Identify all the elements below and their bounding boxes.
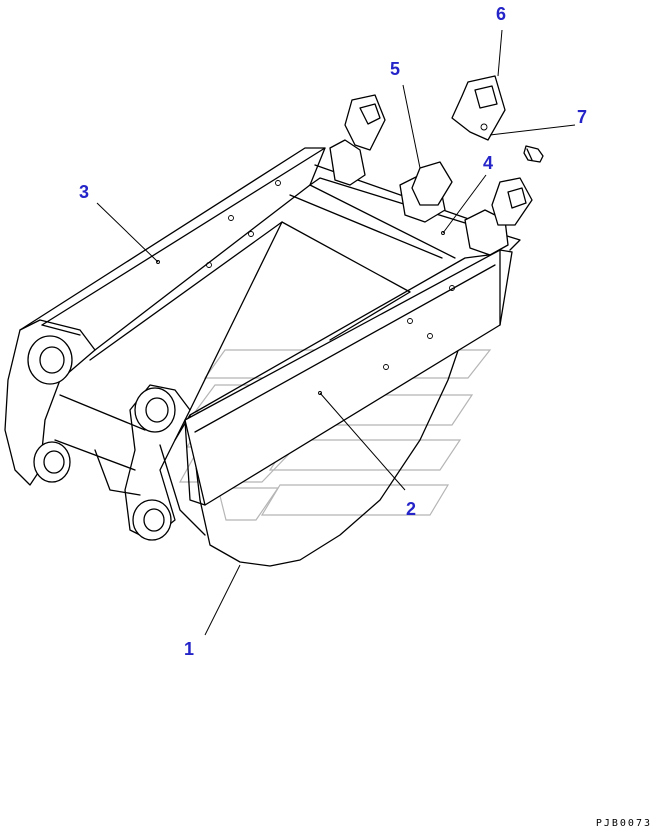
hinge-bracket [4, 319, 191, 541]
bucket-body [89, 184, 513, 567]
callout-5[interactable]: 5 [390, 59, 401, 79]
callout-4[interactable]: 4 [483, 153, 494, 173]
side-plate-right [184, 249, 513, 506]
tooth-part [451, 75, 506, 141]
teeth-on-lip [344, 94, 533, 226]
callout-1[interactable]: 1 [184, 639, 195, 659]
callout-2[interactable]: 2 [406, 499, 417, 519]
callout-3[interactable]: 3 [79, 182, 90, 202]
drawing-code: PJB0073 [595, 818, 652, 829]
pin-part [523, 145, 544, 163]
leader-lines [96, 29, 576, 636]
callout-7[interactable]: 7 [577, 107, 588, 127]
callout-6[interactable]: 6 [496, 4, 507, 24]
side-plate-left [19, 147, 326, 351]
